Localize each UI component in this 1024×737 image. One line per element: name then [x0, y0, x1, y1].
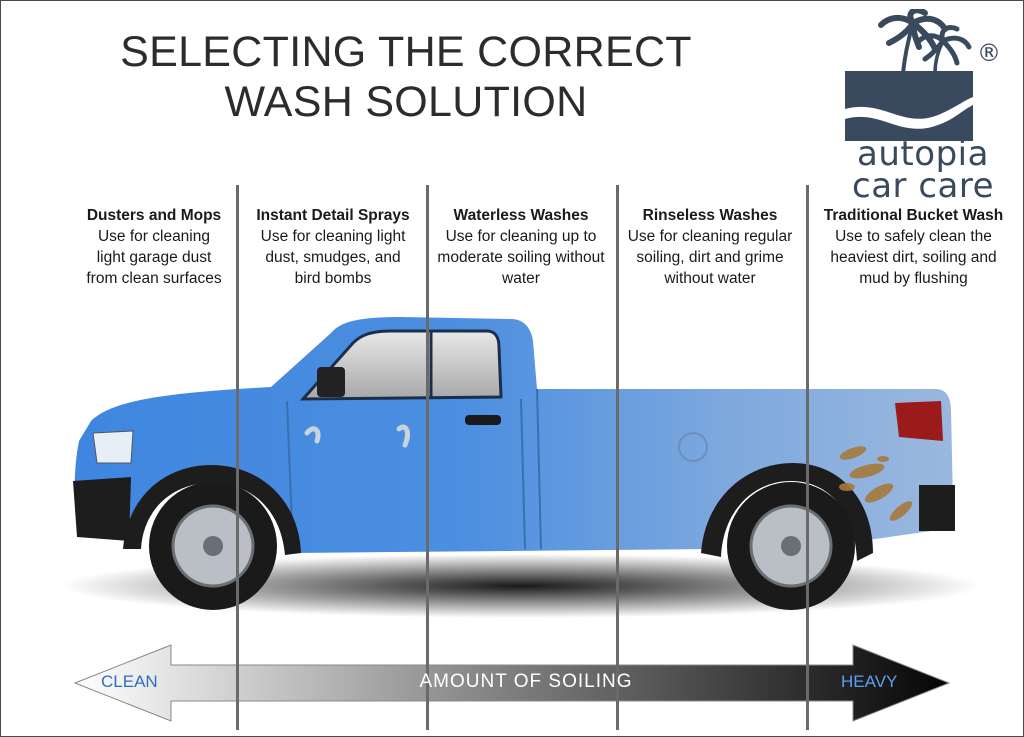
divider-1 [236, 185, 239, 730]
column-heading: Dusters and Mops [86, 207, 222, 224]
column-desc: from clean surfaces [86, 270, 222, 287]
scale-heavy-label: HEAVY [841, 672, 898, 691]
column-desc: Use for cleaning regular [627, 228, 793, 245]
page-title: SELECTING THE CORRECT WASH SOLUTION [71, 27, 741, 127]
scale-center-label: AMOUNT OF SOILING [419, 671, 633, 692]
logo-line-2: car care [852, 166, 994, 206]
column-desc: moderate soiling without [437, 249, 605, 266]
column-rinseless: Rinseless Washes Use for cleaning regula… [625, 205, 795, 289]
column-desc: bird bombs [294, 270, 372, 287]
front-bumper [73, 477, 131, 541]
column-desc: Use for cleaning up to [445, 228, 597, 245]
mud-splatter [839, 446, 913, 521]
front-wheel [149, 482, 277, 610]
column-desc: soiling, dirt and grime [636, 249, 784, 266]
taillight [895, 401, 943, 441]
rear-wheel [727, 482, 855, 610]
fuel-door [678, 432, 708, 462]
column-desc: dust, smudges, and [265, 249, 401, 266]
column-desc: Use for cleaning light [260, 228, 406, 245]
autopia-logo: ® autopia car care [843, 9, 1013, 203]
title-line-2: WASH SOLUTION [224, 78, 588, 126]
column-heading: Instant Detail Sprays [256, 207, 410, 224]
column-desc: water [502, 270, 540, 287]
divider-2 [426, 185, 429, 730]
column-desc: Use for cleaning [97, 228, 210, 245]
column-desc: mud by flushing [859, 270, 968, 287]
palm-road-logo-icon [845, 9, 973, 141]
registered-mark: ® [977, 39, 1001, 67]
rear-bumper [919, 485, 955, 531]
column-desc: without water [664, 270, 756, 287]
scale-clean-label: CLEAN [101, 672, 158, 691]
column-waterless: Waterless Washes Use for cleaning up to … [436, 205, 606, 289]
column-detail-sprays: Instant Detail Sprays Use for cleaning l… [248, 205, 418, 289]
side-mirror [317, 367, 345, 397]
column-heading: Rinseless Washes [642, 207, 778, 224]
column-desc: Use to safely clean the [835, 228, 992, 245]
column-heading: Waterless Washes [453, 207, 589, 224]
column-desc: heaviest dirt, soiling and [830, 249, 997, 266]
divider-3 [616, 185, 619, 730]
divider-4 [806, 185, 809, 730]
logo-line-1: autopia [857, 134, 989, 174]
smudge-marks [304, 424, 410, 448]
headlight [92, 430, 134, 464]
soiling-scale-arrow [73, 644, 951, 722]
column-heading: Traditional Bucket Wash [823, 207, 1004, 224]
column-dusters: Dusters and Mops Use for cleaning light … [69, 205, 239, 289]
title-line-1: SELECTING THE CORRECT [120, 28, 692, 76]
cab-window [299, 329, 503, 401]
door-handle [465, 415, 501, 425]
column-bucket-wash: Traditional Bucket Wash Use to safely cl… [816, 205, 1011, 289]
column-desc: light garage dust [96, 249, 212, 266]
